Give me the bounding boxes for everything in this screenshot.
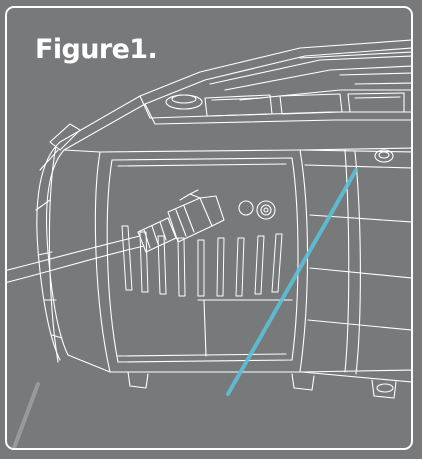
power-cable-icon xyxy=(7,189,225,285)
round-port-icon xyxy=(238,200,276,220)
light-beam-icon xyxy=(12,168,358,448)
device-body-icon xyxy=(35,39,411,399)
figure-frame xyxy=(5,6,413,450)
figure-title: Figure1. xyxy=(35,34,158,65)
